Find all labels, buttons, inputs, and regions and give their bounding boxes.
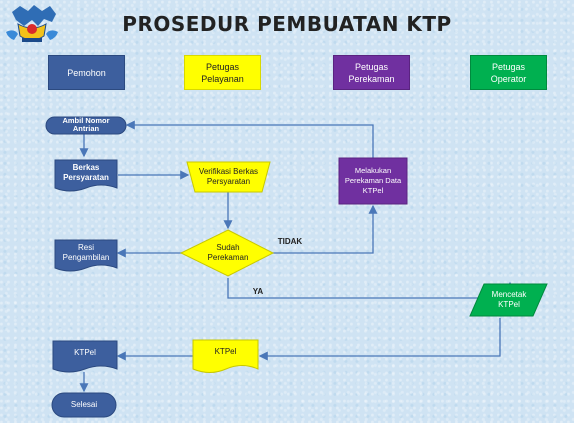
- label-text: Resi Pengambilan: [62, 243, 110, 262]
- node-resi-label: Resi Pengambilan: [55, 240, 117, 266]
- node-verifikasi-label: Verifikasi Berkas Persyaratan: [187, 162, 270, 192]
- edge-ya-to-mencetak: [227, 278, 515, 299]
- lane-header-perekaman: Petugas Perekaman: [333, 55, 410, 90]
- node-ktpel-pemohon: [52, 340, 118, 373]
- lane-header-label: Petugas Perekaman: [348, 61, 395, 84]
- node-ambil-nomor-label: Ambil Nomor Antrian: [46, 114, 126, 136]
- label-text: Selesai: [70, 400, 98, 409]
- node-mencetak-label: Mencetak KTPel: [476, 284, 542, 316]
- label-text: Sudah Perekaman: [207, 243, 249, 262]
- edge-mencetak-to-ktpel: [258, 318, 501, 361]
- node-resi: [54, 239, 118, 272]
- label-text: Ambil Nomor Antrian: [62, 115, 110, 133]
- page-title: PROSEDUR PEMBUATAN KTP: [122, 12, 452, 36]
- lane-header-operator: Petugas Operator: [470, 55, 547, 90]
- node-verifikasi: [186, 161, 271, 193]
- label-text: Melakukan Perekaman Data KTPel: [344, 166, 402, 195]
- lane-header-label: Pemohon: [67, 67, 106, 78]
- node-mencetak: [469, 283, 548, 317]
- lane-header-pelayanan: Petugas Pelayanan: [184, 55, 261, 90]
- node-ambil-nomor: [45, 116, 127, 135]
- lane-header-pemohon: Pemohon: [48, 55, 125, 90]
- edge-melakukan-to-ambil: [125, 120, 374, 158]
- edge-tidak-to-melakukan: [273, 204, 378, 254]
- node-berkas-label: Berkas Persyaratan: [55, 160, 117, 186]
- lane-header-label: Petugas Operator: [490, 61, 527, 84]
- label-text: KTPel: [74, 348, 96, 357]
- label-text: YA: [252, 287, 264, 296]
- node-ktpel-pelayanan-label: KTPel: [193, 340, 258, 364]
- node-selesai: [51, 392, 117, 418]
- node-berkas: [54, 159, 118, 192]
- label-text: KTPel: [214, 347, 237, 356]
- node-melakukan-label: Melakukan Perekaman Data KTPel: [339, 158, 407, 204]
- label-text: Mencetak KTPel: [491, 290, 527, 309]
- regional-logo-icon: [6, 5, 58, 42]
- node-sudah: [179, 229, 275, 277]
- node-sudah-label: Sudah Perekaman: [193, 239, 263, 267]
- edge-label-ya: YA: [248, 286, 268, 298]
- label-text: Berkas Persyaratan: [63, 163, 109, 182]
- node-selesai-label: Selesai: [52, 393, 116, 417]
- node-melakukan: [338, 157, 408, 205]
- edge-label-tidak: TIDAK: [272, 236, 308, 248]
- node-ktpel-pemohon-label: KTPel: [53, 341, 117, 365]
- node-ktpel-pelayanan: [192, 339, 259, 373]
- label-text: Verifikasi Berkas Persyaratan: [198, 167, 259, 186]
- label-text: TIDAK: [277, 237, 303, 246]
- lane-header-label: Petugas Pelayanan: [201, 61, 244, 84]
